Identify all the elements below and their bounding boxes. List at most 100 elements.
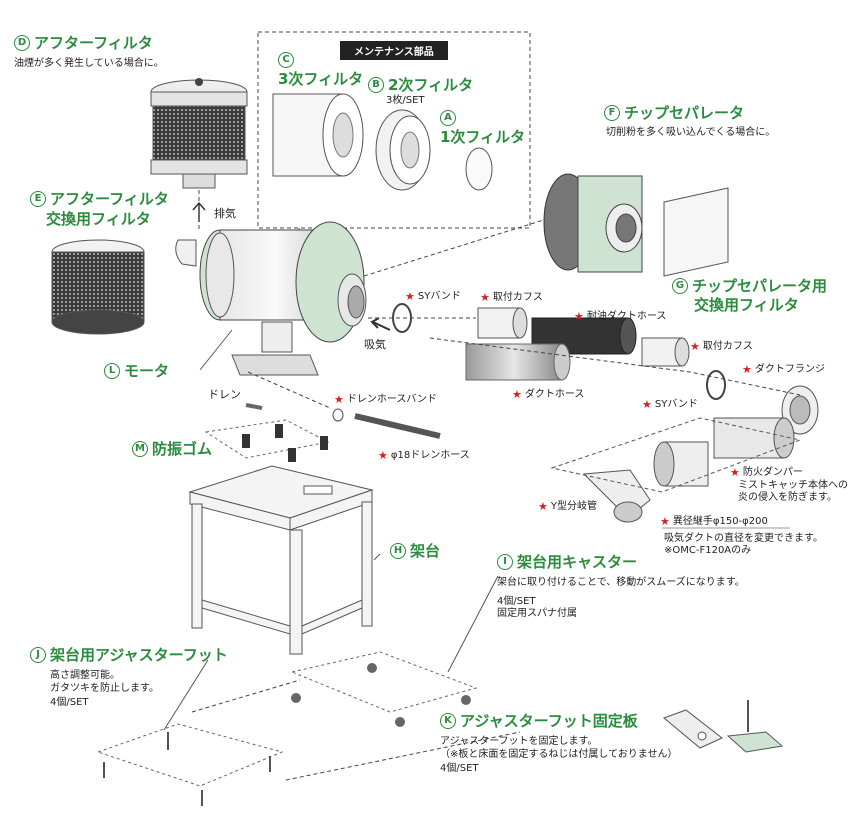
callout-k-desc: アジャスターフットを固定します。 [440, 736, 598, 747]
part-oil-duct-hose: ★耐油ダクトホース [574, 310, 666, 323]
callout-d-text: アフターフィルタ [34, 34, 153, 52]
star-icon: ★ [690, 340, 700, 353]
letter-f: F [604, 105, 620, 121]
callout-l-text: モータ [124, 362, 170, 380]
part-label: 防火ダンパー [742, 466, 803, 478]
letter-b: B [368, 77, 384, 93]
part-reducer: ★異径継手φ150-φ200 [660, 515, 768, 528]
exhaust-label: 排気 [214, 207, 236, 220]
star-icon: ★ [480, 291, 490, 304]
callout-c-title: C 3次フィルタ [278, 52, 363, 88]
reducer-desc2: ※OMC-F120Aのみ [664, 545, 752, 556]
callout-j-desc2: ガタツキを防止します。 [50, 683, 159, 694]
reducer-illustration [653, 441, 709, 487]
part-label: ダクトホース [524, 388, 585, 400]
adjuster-feet-illustration [103, 732, 271, 806]
motor-illustration [175, 221, 367, 376]
part-label: Y型分岐管 [550, 500, 597, 512]
callout-b-text: 2次フィルタ [388, 76, 474, 94]
part-label: 取付カフス [702, 340, 753, 352]
part-mount-cuff-1: ★取付カフス [480, 291, 543, 304]
drain-label: ドレン [208, 388, 241, 401]
y-pipe-illustration [582, 469, 651, 523]
intake-label: 吸気 [364, 338, 386, 351]
after-filter-illustration [150, 78, 248, 189]
star-icon: ★ [742, 363, 752, 376]
star-icon: ★ [574, 310, 584, 323]
callout-k-desc3: 4個/SET [440, 763, 479, 774]
maintenance-box [257, 31, 531, 229]
callout-f-text: チップセパレータ [624, 104, 745, 122]
letter-j: J [30, 647, 46, 663]
star-icon: ★ [405, 290, 415, 303]
part-duct-hose: ★ダクトホース [512, 388, 584, 401]
callout-j-desc: 高さ調整可能。 [50, 670, 120, 681]
callout-g-title2: 交換用フィルタ [694, 296, 799, 314]
callout-m-text: 防振ゴム [152, 440, 213, 458]
first-filter-illustration [465, 147, 493, 191]
part-label: 耐油ダクトホース [586, 310, 667, 322]
callout-i-text: 架台用キャスター [517, 553, 638, 571]
fire-damper-desc2: 炎の侵入を防ぎます。 [738, 492, 837, 503]
letter-l: L [104, 363, 120, 379]
star-icon: ★ [512, 388, 522, 401]
star-icon: ★ [334, 393, 344, 406]
part-label: SYバンド [654, 398, 698, 410]
callout-c-text: 3次フィルタ [278, 70, 364, 88]
callout-h-text: 架台 [410, 542, 441, 560]
letter-a: A [440, 110, 456, 126]
anti-vibration-rubbers [242, 424, 328, 462]
callout-j-desc3: 4個/SET [50, 697, 89, 708]
callout-i-desc: 架台に取り付けることで、移動がスムーズになります。 [497, 577, 745, 588]
chip-separator-illustration [543, 173, 643, 273]
part-mount-cuff-2: ★取付カフス [690, 340, 753, 353]
part-y-pipe: ★Y型分岐管 [538, 500, 597, 513]
callout-b-desc: 3枚/SET [386, 95, 425, 106]
callout-e-text: アフターフィルタ [50, 190, 169, 208]
casters-illustration [291, 663, 471, 727]
third-filter-illustration [272, 93, 364, 177]
part-label: 取付カフス [492, 291, 543, 303]
letter-k: K [440, 713, 456, 729]
fire-damper-desc: ミストキャッチ本体への [738, 480, 848, 491]
callout-a-title: A 1次フィルタ [440, 110, 525, 146]
part-label: ダクトフランジ [754, 363, 825, 375]
star-icon: ★ [538, 500, 548, 513]
callout-a-text: 1次フィルタ [440, 128, 526, 146]
star-icon: ★ [730, 466, 740, 479]
callout-i-desc3: 固定用スパナ付属 [497, 608, 577, 619]
star-icon: ★ [660, 515, 670, 528]
part-sy-band-2: ★SYバンド [642, 398, 698, 411]
maintenance-title: メンテナンス部品 [340, 41, 448, 60]
letter-d: D [14, 35, 30, 51]
part-label: φ18ドレンホース [390, 449, 470, 461]
part-label: ドレンホースバンド [346, 393, 437, 405]
callout-j-text: 架台用アジャスターフット [50, 646, 228, 664]
letter-m: M [132, 441, 148, 457]
part-duct-flange: ★ダクトフランジ [742, 363, 825, 376]
letter-g: G [672, 278, 688, 294]
star-icon: ★ [378, 449, 388, 462]
callout-e-title2: 交換用フィルタ [46, 210, 151, 228]
callout-i-desc2: 4個/SET [497, 596, 536, 607]
chip-separator-filter-illustration [663, 187, 729, 277]
callout-k-text: アジャスターフット固定板 [460, 712, 638, 730]
letter-i: I [497, 554, 513, 570]
part-label: 異径継手φ150-φ200 [672, 515, 768, 527]
letter-h: H [390, 543, 406, 559]
letter-c: C [278, 52, 294, 68]
adjuster-plate-illustration [663, 700, 784, 753]
reducer-desc: 吸気ダクトの直径を変更できます。 [664, 533, 823, 544]
part-fire-damper: ★防火ダンパー [730, 466, 803, 479]
